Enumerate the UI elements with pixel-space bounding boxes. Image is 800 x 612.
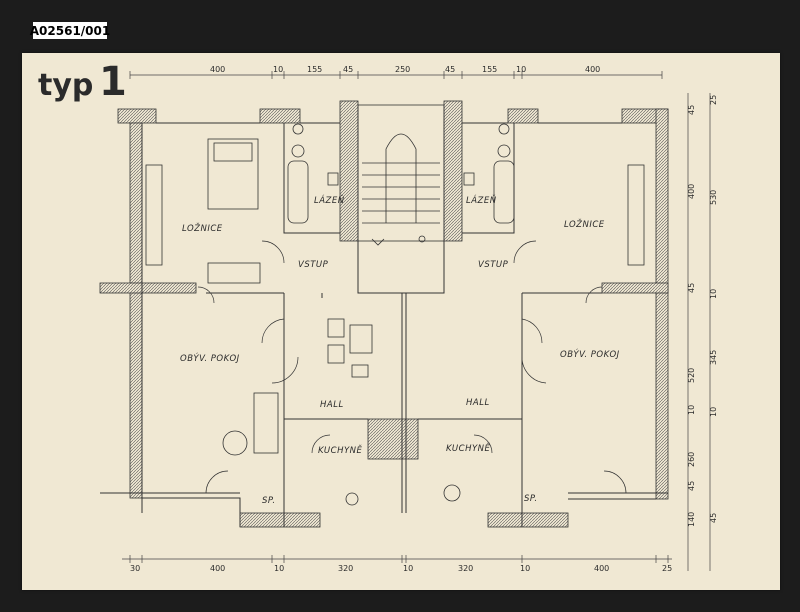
right-in-dim-4: 520: [687, 368, 696, 383]
right-out-dim-1: 25: [709, 95, 718, 105]
blueprint-sheet: typ 1 400 10 155 45 250 45 155 10 400: [22, 53, 780, 590]
right-out-dim-4: 345: [709, 350, 718, 365]
room-label-lazen-right: LÁZEŇ: [466, 194, 497, 206]
room-label-sp-right: SP.: [524, 494, 538, 504]
right-in-dim-8: 140: [687, 512, 696, 527]
right-in-dim-1: 45: [687, 105, 696, 115]
title-prefix: typ: [38, 68, 93, 103]
right-in-dim-3: 45: [687, 283, 696, 293]
room-label-hall-left: HALL: [320, 400, 344, 410]
bottom-dimension-chain: [122, 555, 672, 563]
sheet-title: typ 1: [38, 59, 127, 105]
partition-lines: [100, 122, 668, 527]
top-dimension-labels: 400 10 155 45 250 45 155 10 400: [210, 65, 600, 74]
right-dimension-chains: [687, 93, 711, 571]
room-label-sp-left: SP.: [262, 496, 276, 506]
archive-id-label: A02561/001: [29, 22, 111, 39]
bedroom-furniture: [145, 138, 645, 284]
bottom-dim-9: 25: [662, 564, 672, 573]
living-furniture: [222, 318, 461, 506]
walls: [99, 100, 669, 528]
bottom-dim-3: 10: [274, 564, 284, 573]
door-swings: [197, 240, 627, 494]
right-in-dim-7: 45: [687, 481, 696, 491]
bottom-dim-4: 320: [338, 564, 353, 573]
room-label-kuchyne-right: KUCHYNĚ: [446, 442, 491, 454]
top-dimension-chain: [129, 71, 663, 79]
room-labels: LOŽNICE LOŽNICE LÁZEŇ LÁZEŇ VSTUP VSTUP …: [180, 194, 620, 506]
bathroom-fixtures: [287, 123, 515, 224]
right-outer-dimension-labels: 25 530 10 345 10 45: [709, 95, 718, 523]
right-out-dim-6: 45: [709, 513, 718, 523]
top-dim-2: 10: [273, 65, 283, 74]
top-dim-6: 45: [445, 65, 455, 74]
right-in-dim-5: 10: [687, 405, 696, 415]
top-dim-8: 10: [516, 65, 526, 74]
top-dim-4: 45: [343, 65, 353, 74]
room-label-vstup-left: VSTUP: [298, 260, 329, 270]
right-inner-dimension-labels: 45 400 45 520 10 260 45 140: [687, 105, 696, 527]
top-dim-7: 155: [482, 65, 497, 74]
bottom-dim-1: 30: [130, 564, 140, 573]
room-label-lazen-left: LÁZEŇ: [314, 194, 345, 206]
room-label-vstup-right: VSTUP: [478, 260, 509, 270]
right-in-dim-6: 260: [687, 452, 696, 467]
room-label-obyv-left: OBÝV. POKOJ: [180, 352, 240, 364]
right-out-dim-3: 10: [709, 289, 718, 299]
bottom-dim-2: 400: [210, 564, 225, 573]
right-in-dim-2: 400: [687, 184, 696, 199]
room-label-obyv-right: OBÝV. POKOJ: [560, 348, 620, 360]
bottom-dim-7: 10: [520, 564, 530, 573]
right-out-dim-2: 530: [709, 190, 718, 205]
room-label-kuchyne-left: KUCHYNĚ: [318, 444, 363, 456]
staircase: [357, 104, 445, 246]
title-number: 1: [99, 59, 127, 105]
top-dim-1: 400: [210, 65, 225, 74]
bottom-dimension-labels: 30 400 10 320 10 320 10 400 25: [130, 564, 672, 573]
room-label-loznice-right: LOŽNICE: [564, 218, 605, 230]
top-dim-5: 250: [395, 65, 410, 74]
bottom-dim-6: 320: [458, 564, 473, 573]
room-label-hall-right: HALL: [466, 398, 490, 408]
top-dim-9: 400: [585, 65, 600, 74]
bottom-dim-5: 10: [403, 564, 413, 573]
right-out-dim-5: 10: [709, 407, 718, 417]
bottom-dim-8: 400: [594, 564, 609, 573]
floor-plan-drawing: typ 1 400 10 155 45 250 45 155 10 400: [38, 59, 718, 573]
room-label-loznice-left: LOŽNICE: [182, 222, 223, 234]
top-dim-3: 155: [307, 65, 322, 74]
